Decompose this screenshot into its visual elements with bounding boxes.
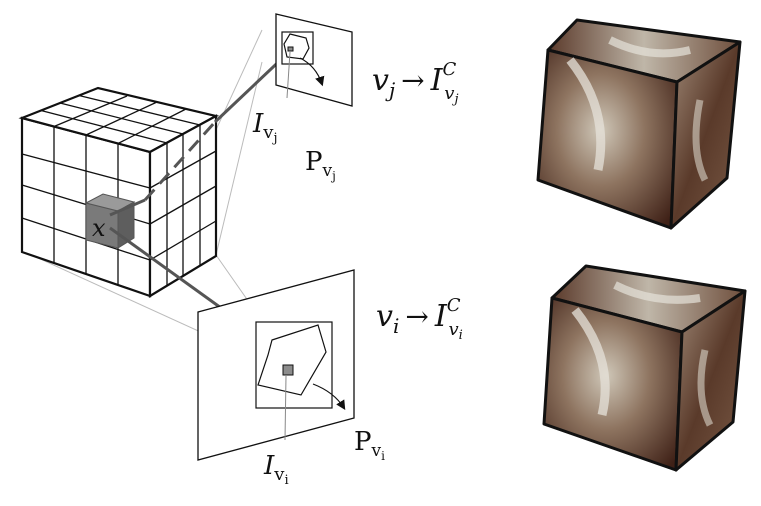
- voxel-grid-cube: [18, 29, 301, 376]
- bottom-image-label: Ivi: [263, 451, 289, 488]
- textured-cube-top: [536, 18, 742, 230]
- voxel-label: x: [92, 214, 106, 242]
- top-patch-label: Pvj: [305, 147, 336, 183]
- tex-top-cube-streak-b: [608, 36, 691, 58]
- top-image-pointer: [286, 51, 291, 99]
- top-image-label: Ivj: [252, 109, 277, 146]
- tex-top-cube-streak-a: [566, 57, 606, 171]
- bottom-image-pointer: [284, 375, 287, 441]
- tex-top-cube-side-face: [669, 40, 742, 230]
- bottom-view-plane: [197, 269, 355, 461]
- bottom-object-outline: [257, 324, 327, 396]
- tex-top-cube-front-face: [536, 48, 679, 230]
- tex-bottom-cube-side-face: [674, 289, 747, 472]
- top-patch-box: [281, 31, 314, 65]
- bottom-patch: [282, 364, 294, 376]
- tex-bottom-cube-streak-b: [613, 281, 701, 304]
- bottom-patch-label: Pvi: [354, 427, 385, 463]
- guide-line-mid: [215, 61, 263, 256]
- tex-bottom-cube-streak-c: [697, 349, 714, 427]
- ray-to-top-view-solid-a: [109, 198, 146, 217]
- top-patch-arrow: [299, 57, 325, 87]
- ray-to-bottom-view-solid: [109, 226, 236, 320]
- top-image-plane: [275, 13, 353, 107]
- top-grid: [40, 94, 201, 145]
- top-patch: [287, 46, 294, 52]
- bottom-image-plane: [197, 269, 355, 461]
- bottom-patch-arrow: [312, 383, 346, 411]
- tex-top-cube-streak-c: [692, 99, 709, 182]
- bottom-patch-box: [255, 321, 333, 409]
- tex-bottom-cube-streak-a: [571, 307, 610, 417]
- ray-to-top-view-dashed: [143, 120, 217, 202]
- textured-cube-bottom: [542, 264, 747, 472]
- top-view-plane: [275, 13, 353, 107]
